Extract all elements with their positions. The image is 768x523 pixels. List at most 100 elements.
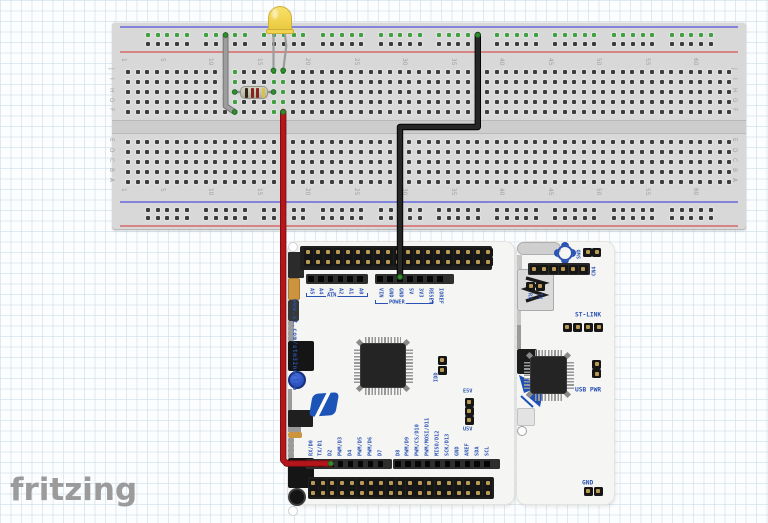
breadboard-hole[interactable]	[688, 80, 693, 84]
breadboard-hole[interactable]	[174, 140, 179, 144]
breadboard-hole[interactable]	[455, 150, 460, 154]
header-pin[interactable]	[357, 461, 364, 467]
header-pin[interactable]	[454, 478, 463, 488]
breadboard-hole[interactable]	[126, 170, 130, 174]
breadboard-hole[interactable]	[717, 80, 722, 84]
breadboard-hole[interactable]	[174, 70, 179, 74]
breadboard-hole[interactable]	[436, 160, 441, 164]
breadboard-hole[interactable]	[533, 160, 538, 164]
breadboard-hole[interactable]	[504, 80, 509, 84]
breadboard-hole[interactable]	[426, 180, 431, 184]
header-pin[interactable]	[437, 365, 447, 375]
breadboard-hole[interactable]	[378, 90, 383, 94]
breadboard-hole[interactable]	[727, 70, 732, 74]
breadboard-hole[interactable]	[514, 150, 518, 154]
breadboard-hole[interactable]	[708, 160, 712, 164]
breadboard-hole[interactable]	[155, 140, 160, 144]
breadboard-hole[interactable]	[484, 140, 489, 144]
breadboard-hole[interactable]	[698, 170, 703, 174]
breadboard-hole[interactable]	[466, 216, 471, 220]
breadboard-hole[interactable]	[417, 90, 421, 94]
breadboard-hole[interactable]	[242, 170, 247, 174]
header-pin[interactable]	[405, 461, 411, 467]
breadboard-hole[interactable]	[455, 100, 460, 104]
jumper-wire-gray[interactable]	[223, 33, 237, 114]
breadboard-hole[interactable]	[563, 208, 568, 212]
breadboard-hole[interactable]	[387, 80, 392, 84]
breadboard-hole[interactable]	[155, 110, 160, 114]
breadboard-hole[interactable]	[252, 170, 257, 174]
breadboard-hole[interactable]	[193, 170, 198, 174]
breadboard-hole[interactable]	[455, 90, 460, 94]
breadboard-hole[interactable]	[591, 70, 596, 74]
breadboard-hole[interactable]	[465, 150, 470, 154]
breadboard-hole[interactable]	[378, 80, 383, 84]
breadboard-hole[interactable]	[475, 140, 480, 144]
breadboard-hole[interactable]	[349, 70, 354, 74]
led-ld-package[interactable]	[517, 408, 535, 426]
breadboard-hole[interactable]	[349, 140, 354, 144]
breadboard-hole[interactable]	[320, 170, 324, 174]
header-pin[interactable]	[463, 247, 473, 257]
header-pin[interactable]	[337, 488, 347, 497]
breadboard-hole[interactable]	[290, 80, 295, 84]
header-pin[interactable]	[483, 488, 493, 497]
breadboard-hole[interactable]	[320, 160, 324, 164]
breadboard-hole[interactable]	[514, 42, 519, 46]
breadboard-hole[interactable]	[378, 140, 383, 144]
breadboard-hole[interactable]	[146, 208, 150, 212]
breadboard-hole[interactable]	[592, 216, 597, 220]
breadboard-hole[interactable]	[193, 150, 198, 154]
breadboard-hole[interactable]	[281, 90, 286, 94]
breadboard-hole[interactable]	[339, 160, 344, 164]
breadboard-hole[interactable]	[340, 42, 344, 46]
header-pin[interactable]	[376, 478, 386, 488]
header-pin[interactable]	[562, 322, 572, 332]
breadboard-hole[interactable]	[407, 216, 412, 220]
breadboard-hole[interactable]	[330, 33, 335, 37]
breadboard-hole[interactable]	[717, 100, 722, 104]
breadboard-hole[interactable]	[581, 180, 586, 184]
breadboard-hole[interactable]	[446, 42, 451, 46]
breadboard-hole[interactable]	[233, 42, 238, 46]
breadboard-hole[interactable]	[320, 90, 324, 94]
breadboard-hole[interactable]	[620, 100, 625, 104]
breadboard-hole[interactable]	[426, 100, 431, 104]
breadboard-hole[interactable]	[562, 80, 567, 84]
header-pin[interactable]	[318, 478, 328, 488]
breadboard-hole[interactable]	[659, 80, 664, 84]
breadboard-hole[interactable]	[669, 208, 674, 212]
breadboard-hole[interactable]	[591, 90, 596, 94]
breadboard-hole[interactable]	[649, 150, 654, 154]
breadboard-hole[interactable]	[601, 100, 606, 104]
breadboard-hole[interactable]	[446, 70, 451, 74]
breadboard-hole[interactable]	[271, 150, 276, 154]
breadboard-hole[interactable]	[145, 150, 150, 154]
header-pin[interactable]	[473, 247, 483, 257]
breadboard-hole[interactable]	[708, 42, 713, 46]
breadboard-hole[interactable]	[184, 110, 189, 114]
breadboard-hole[interactable]	[689, 42, 694, 46]
breadboard-hole[interactable]	[514, 170, 518, 174]
breadboard-hole[interactable]	[359, 208, 364, 212]
breadboard-hole[interactable]	[223, 140, 227, 144]
breadboard-hole[interactable]	[455, 70, 460, 74]
breadboard-hole[interactable]	[145, 180, 150, 184]
header-pin[interactable]	[583, 247, 592, 257]
breadboard-hole[interactable]	[708, 80, 712, 84]
breadboard-hole[interactable]	[689, 216, 694, 220]
breadboard-hole[interactable]	[717, 110, 722, 114]
breadboard-hole[interactable]	[145, 90, 150, 94]
breadboard-hole[interactable]	[339, 140, 344, 144]
breadboard-hole[interactable]	[688, 170, 693, 174]
header-pin[interactable]	[386, 488, 396, 497]
mcu-stlink[interactable]	[530, 356, 567, 394]
breadboard-hole[interactable]	[281, 42, 286, 46]
breadboard-hole[interactable]	[708, 33, 713, 37]
header-pin[interactable]	[373, 257, 383, 266]
breadboard-hole[interactable]	[630, 90, 635, 94]
breadboard-hole[interactable]	[698, 110, 703, 114]
breadboard-hole[interactable]	[630, 70, 635, 74]
breadboard-hole[interactable]	[465, 100, 470, 104]
breadboard-hole[interactable]	[659, 100, 664, 104]
